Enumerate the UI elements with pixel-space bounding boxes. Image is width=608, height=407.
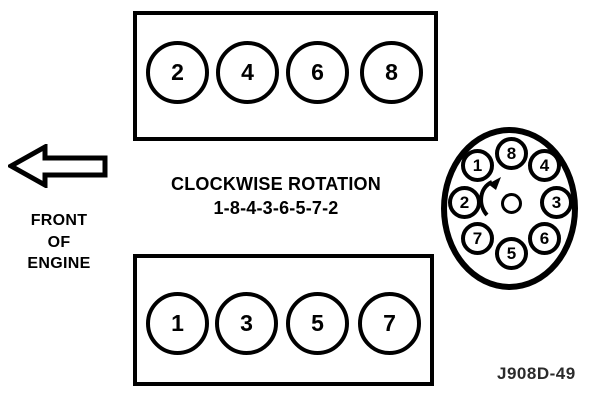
cylinder-number: 5 <box>311 310 324 336</box>
cylinder-3: 3 <box>215 292 278 355</box>
front-label-line-2: OF <box>47 233 71 251</box>
distributor-terminal-7: 7 <box>461 222 494 255</box>
rotor-clockwise-arrow-icon <box>477 175 511 217</box>
cylinder-number: 8 <box>385 59 398 85</box>
rotation-caption: CLOCKWISE ROTATION 1-8-4-3-6-5-7-2 <box>126 174 426 219</box>
distributor-terminal-8: 8 <box>495 137 528 170</box>
cylinder-7: 7 <box>358 292 421 355</box>
cylinder-number: 3 <box>240 310 253 336</box>
terminal-number: 3 <box>551 193 562 212</box>
front-label-line-1: FRONT <box>30 212 88 229</box>
arrow-left-icon <box>5 142 108 190</box>
part-number-label: J908D-49 <box>497 364 576 383</box>
distributor-terminal-5: 5 <box>495 237 528 270</box>
cylinder-number: 7 <box>383 310 396 336</box>
rotor-shaft-circle <box>501 193 522 214</box>
cylinder-1: 1 <box>146 292 209 355</box>
distributor-terminal-2: 2 <box>448 186 481 219</box>
cylinder-8: 8 <box>360 41 423 104</box>
cylinder-number: 4 <box>241 59 254 85</box>
cylinder-number: 6 <box>311 59 324 85</box>
firing-order-sequence: 1-8-4-3-6-5-7-2 <box>213 198 339 218</box>
front-of-engine-label: FRONT OF ENGINE <box>0 210 118 275</box>
cylinder-number: 2 <box>171 59 184 85</box>
cylinder-5: 5 <box>286 292 349 355</box>
terminal-number: 7 <box>472 229 483 248</box>
cylinder-2: 2 <box>146 41 209 104</box>
distributor-terminal-4: 4 <box>528 149 561 182</box>
terminal-number: 4 <box>539 156 550 175</box>
terminal-number: 6 <box>539 229 550 248</box>
terminal-number: 1 <box>472 156 483 175</box>
distributor-terminal-1: 1 <box>461 149 494 182</box>
front-label-line-3: ENGINE <box>27 255 91 273</box>
terminal-number: 8 <box>506 144 517 163</box>
distributor-cap: 8 4 3 6 5 7 2 1 <box>441 127 578 290</box>
terminal-number: 2 <box>459 193 470 212</box>
distributor-terminal-6: 6 <box>528 222 561 255</box>
cylinder-4: 4 <box>216 41 279 104</box>
rotation-title: CLOCKWISE ROTATION <box>171 174 381 194</box>
cylinder-number: 1 <box>171 310 184 336</box>
terminal-number: 5 <box>506 244 517 263</box>
distributor-terminal-3: 3 <box>540 186 573 219</box>
cylinder-6: 6 <box>286 41 349 104</box>
